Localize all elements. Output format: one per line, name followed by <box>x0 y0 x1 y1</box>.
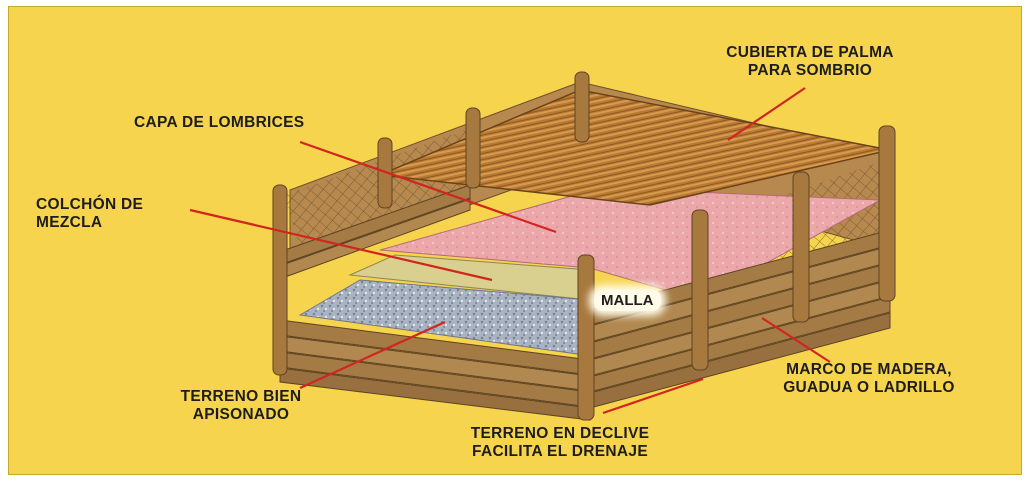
label-declive: TERRENO EN DECLIVE FACILITA EL DRENAJE <box>450 425 670 461</box>
label-malla: MALLA <box>594 290 661 311</box>
leader-capa <box>299 140 557 234</box>
leader-declive <box>602 377 704 415</box>
label-marco: MARCO DE MADERA, GUADUA O LADRILLO <box>744 361 994 397</box>
front-wall <box>279 319 591 421</box>
leader-terreno <box>299 320 446 390</box>
label-cubierta-line2: PARA SOMBRIO <box>747 62 873 79</box>
label-colchon: COLCHÓN DE MEZCLA <box>36 196 143 232</box>
label-colchon-line1: COLCHÓN DE <box>36 196 144 213</box>
label-declive-line1: TERRENO EN DECLIVE <box>470 425 650 442</box>
label-terreno-line2: APISONADO <box>192 406 290 423</box>
label-declive-line2: FACILITA EL DRENAJE <box>472 443 648 460</box>
label-colchon-line2: MEZCLA <box>36 214 103 231</box>
right-wall <box>589 229 891 409</box>
label-marco-line2: GUADUA O LADRILLO <box>783 379 955 396</box>
leader-cubierta <box>727 87 806 141</box>
label-terreno: TERRENO BIEN APISONADO <box>166 388 316 424</box>
worm-layer <box>379 187 882 301</box>
label-capa-line1: CAPA DE LOMBRICES <box>134 114 305 131</box>
label-marco-line1: MARCO DE MADERA, <box>786 361 952 378</box>
label-terreno-line1: TERRENO BIEN <box>180 388 302 405</box>
label-cubierta-line1: CUBIERTA DE PALMA <box>726 44 894 61</box>
leader-lines <box>189 87 831 415</box>
label-capa: CAPA DE LOMBRICES <box>134 114 304 132</box>
label-cubierta: CUBIERTA DE PALMA PARA SOMBRIO <box>690 44 930 80</box>
leader-marco <box>761 317 831 363</box>
leader-colchon <box>189 208 493 282</box>
